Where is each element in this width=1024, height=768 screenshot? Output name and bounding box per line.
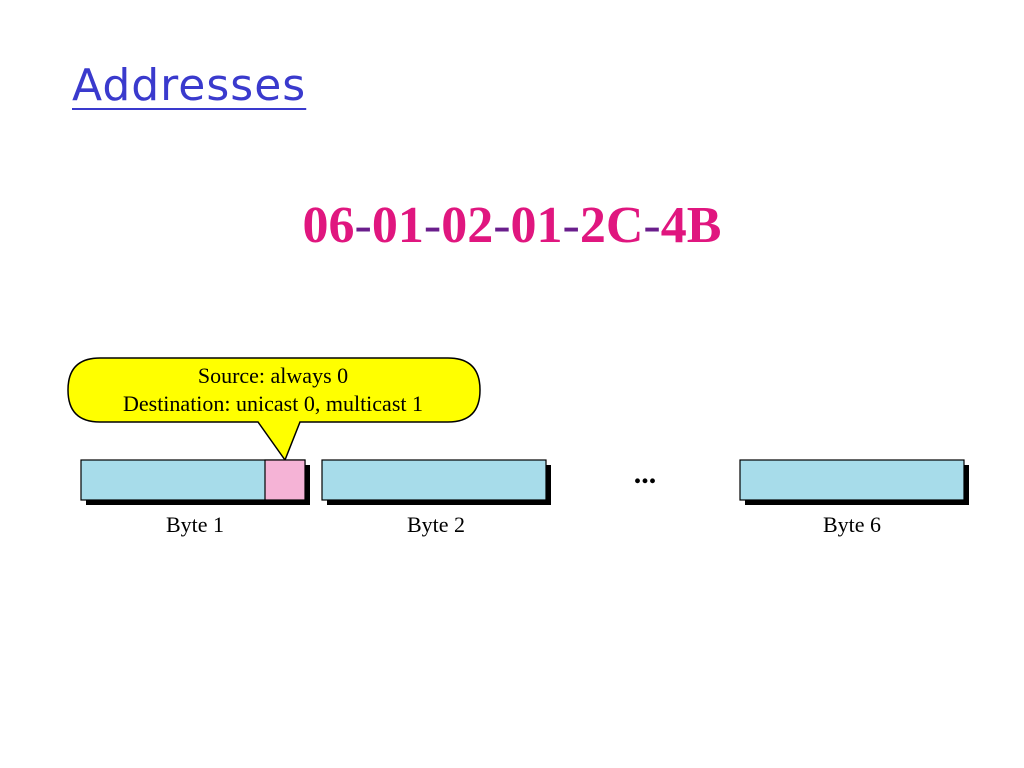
byte-2: Byte 2: [321, 459, 551, 537]
byte-6: Byte 6: [739, 459, 969, 537]
address-group-1: 06: [302, 197, 355, 254]
address-group-3: 02: [441, 197, 494, 254]
address-group-6: 4B: [660, 197, 722, 254]
byte-label: Byte 6: [823, 512, 881, 537]
address-group-4: 01: [510, 197, 563, 254]
callout: Source: always 0 Destination: unicast 0,…: [67, 357, 481, 462]
address-separator: -: [562, 197, 580, 254]
byte-label: Byte 2: [407, 512, 465, 537]
mac-address: 06-01-02-01-2C-4B: [0, 196, 1024, 255]
slide-title: Addresses: [72, 60, 307, 111]
address-group-2: 01: [371, 197, 424, 254]
callout-line-2: Destination: unicast 0, multicast 1: [123, 391, 423, 416]
byte-box: [739, 459, 965, 501]
ellipsis: ...: [634, 457, 657, 490]
address-separator: -: [643, 197, 661, 254]
address-separator: -: [354, 197, 372, 254]
address-separator: -: [493, 197, 511, 254]
callout-line-1: Source: always 0: [198, 363, 348, 388]
byte-label: Byte 1: [166, 512, 224, 537]
callout-bubble: [67, 357, 481, 462]
byte-1: Byte 1: [80, 459, 310, 537]
byte-box: [321, 459, 547, 501]
address-separator: -: [423, 197, 442, 254]
address-group-5: 2C: [579, 197, 644, 254]
flag-bit: [264, 459, 306, 501]
